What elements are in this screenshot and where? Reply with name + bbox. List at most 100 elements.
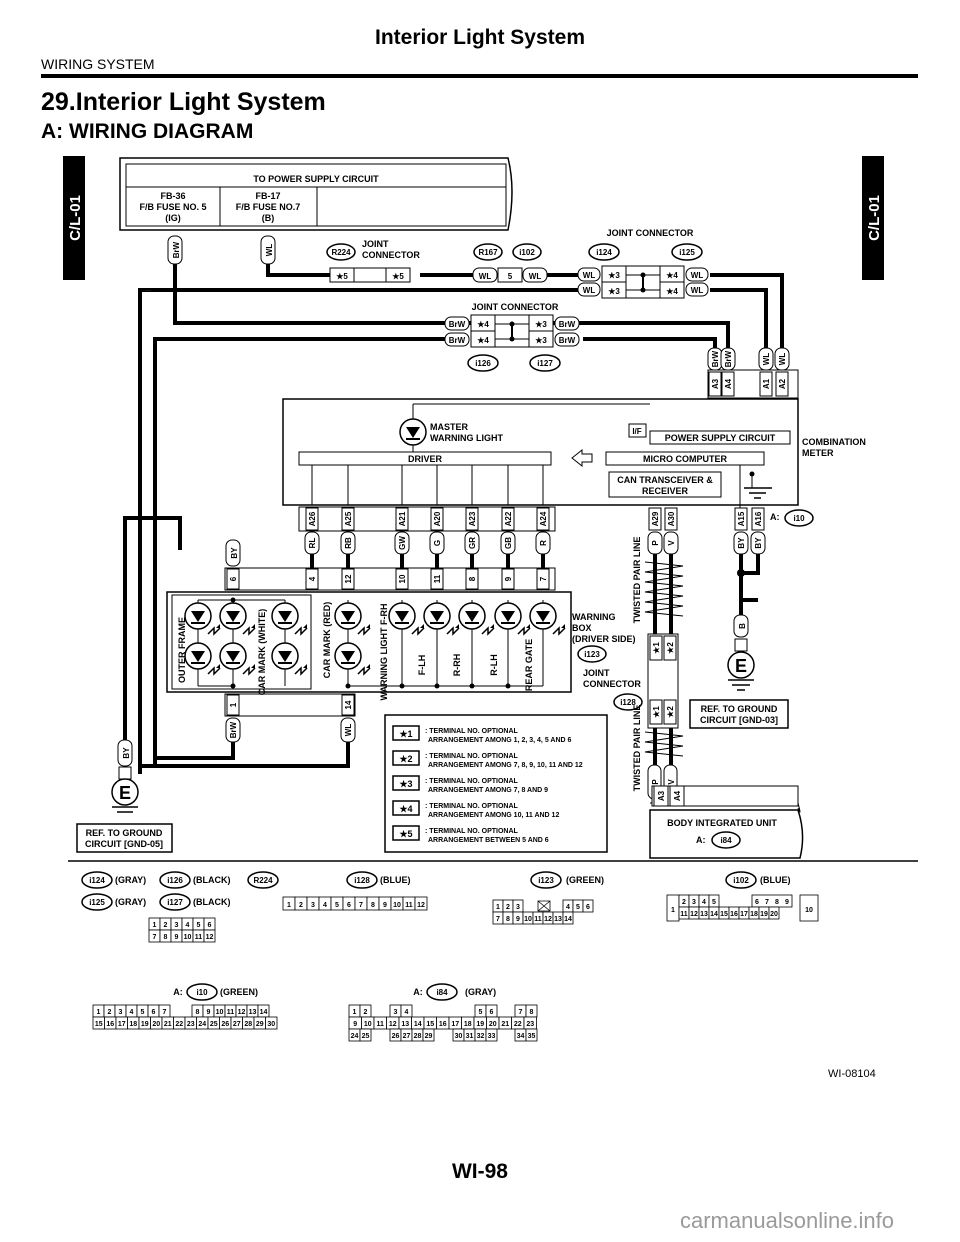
- pin-cell-num: 10: [184, 934, 192, 941]
- page-header-section: WIRING SYSTEM: [41, 56, 155, 72]
- pin-cell-num: 13: [700, 911, 708, 918]
- pin-cell: [265, 1016, 278, 1030]
- pin-cell-num: 7: [359, 902, 363, 909]
- color-i128: (BLUE): [380, 875, 411, 885]
- svg-text:i125: i125: [679, 248, 695, 257]
- pin-num: 4: [566, 904, 570, 911]
- pin-num: 34: [517, 1033, 525, 1040]
- pin-cell-num: 11: [195, 934, 203, 941]
- wire-tag-label: BrW: [229, 721, 238, 738]
- pin-num: 13: [249, 1009, 257, 1016]
- pin: [430, 568, 444, 590]
- wire-tag: [647, 531, 663, 555]
- pin-num: 1: [496, 904, 500, 911]
- pin: [395, 568, 409, 590]
- legend-mark-label: ★4: [399, 804, 412, 814]
- pin-cell: [414, 896, 428, 911]
- wire-tag: [340, 717, 356, 743]
- pin-cell-num: 10: [524, 916, 532, 923]
- svg-text:A4: A4: [673, 790, 682, 801]
- pin: [341, 507, 355, 531]
- wire-tag-label: BrW: [711, 350, 720, 367]
- svg-text:i126: i126: [475, 359, 491, 368]
- connector-r167-i102: R167 i102 WL 5 WL: [472, 243, 548, 283]
- pin-num: 29: [425, 1033, 433, 1040]
- pin-cell: [422, 1028, 435, 1042]
- svg-text:F/B FUSE NO. 5: F/B FUSE NO. 5: [139, 202, 206, 212]
- color-i127: (BLACK): [193, 897, 231, 907]
- wire-tag: [225, 539, 241, 567]
- oval-i102: [725, 871, 757, 889]
- svg-text:★2: ★2: [666, 706, 675, 718]
- pin: [226, 568, 240, 590]
- lamp-label: OUTER FRAME: [177, 617, 187, 683]
- pin-cell-num: 7: [496, 916, 500, 923]
- oval-r224-label: R224: [253, 876, 273, 885]
- pin-label: A4: [724, 378, 733, 389]
- pin-cell-num: 12: [389, 1021, 397, 1028]
- svg-text:REF. TO GROUND: REF. TO GROUND: [86, 828, 163, 838]
- meter-bottom-pins: A26RLA25RBA21GWA20GA23GRA22GBA24RA29PA30…: [298, 465, 766, 568]
- pin-cell-num: 14: [710, 911, 718, 918]
- svg-text:i123: i123: [584, 650, 600, 659]
- pin-cell-num: 6: [208, 922, 212, 929]
- pin-label: A24: [539, 511, 548, 526]
- pin-num: 11: [227, 1009, 235, 1016]
- junction-dot: [469, 683, 475, 689]
- svg-text:★1: ★1: [652, 642, 661, 654]
- junction-dot: [505, 683, 511, 689]
- pin-cell-num: 4: [186, 922, 190, 929]
- pin-num: 7: [163, 1009, 167, 1016]
- prefix: A:: [173, 987, 183, 997]
- pin-label: 8: [468, 576, 477, 581]
- legend-mark: [392, 775, 420, 791]
- svg-text:BODY INTEGRATED UNIT: BODY INTEGRATED UNIT: [667, 818, 777, 828]
- svg-text:BrW: BrW: [449, 320, 466, 329]
- svg-text:(IG): (IG): [165, 213, 181, 223]
- oval-i124: [81, 871, 113, 889]
- pin-cell-num: 7: [153, 934, 157, 941]
- wire-tag-label: GR: [468, 537, 477, 549]
- svg-text:i127: i127: [537, 359, 553, 368]
- pin-cell-num: 5: [335, 902, 339, 909]
- oval-i10: [186, 983, 218, 1001]
- pin-label: A15: [737, 511, 746, 526]
- svg-text:METER: METER: [802, 448, 834, 458]
- pin-num: 5: [576, 904, 580, 911]
- pin-num: 6: [490, 1009, 494, 1016]
- pin-label: 9: [504, 576, 513, 581]
- svg-text:A3: A3: [657, 790, 666, 801]
- junction-dot: [399, 683, 405, 689]
- legend-mark: [392, 825, 420, 841]
- svg-text:i102: i102: [519, 248, 535, 257]
- svg-text:R167: R167: [478, 248, 498, 257]
- oval-i126: [159, 871, 191, 889]
- pin-cell-num: 1: [153, 922, 157, 929]
- color-i102: (BLUE): [760, 875, 791, 885]
- pin-num: 24: [351, 1033, 359, 1040]
- pin-label: A16: [754, 511, 763, 526]
- pin-cell-num: 5: [197, 922, 201, 929]
- pin-cell-num: 26: [221, 1021, 229, 1028]
- svg-text:B: B: [738, 623, 747, 629]
- header-divider: [41, 74, 918, 78]
- svg-text:i10: i10: [793, 514, 805, 523]
- pin-cell-num: 23: [187, 1021, 195, 1028]
- oval-i125: [81, 893, 113, 911]
- legend-text: ARRANGEMENT AMONG 7, 8 AND 9: [428, 787, 548, 794]
- pin-cell-num: 15: [720, 911, 728, 918]
- page-header-title: Interior Light System: [374, 26, 586, 49]
- svg-text:★4: ★4: [477, 336, 489, 345]
- pin-label: 14: [344, 700, 353, 709]
- pin-cell-num: 15: [426, 1021, 434, 1028]
- pin-num: 14: [260, 1009, 268, 1016]
- pin-num: 1: [97, 1009, 101, 1016]
- joint-connector-i126-i127: JOINT CONNECTOR BrW BrW ★4 ★4 ★3 ★3 BrW …: [444, 302, 580, 372]
- svg-text:TWISTED PAIR LINE: TWISTED PAIR LINE: [632, 705, 642, 792]
- side-tab-left: C/L-01: [63, 156, 85, 280]
- color-i10: (GREEN): [220, 987, 258, 997]
- pin: [341, 568, 355, 590]
- svg-text:P: P: [651, 779, 660, 785]
